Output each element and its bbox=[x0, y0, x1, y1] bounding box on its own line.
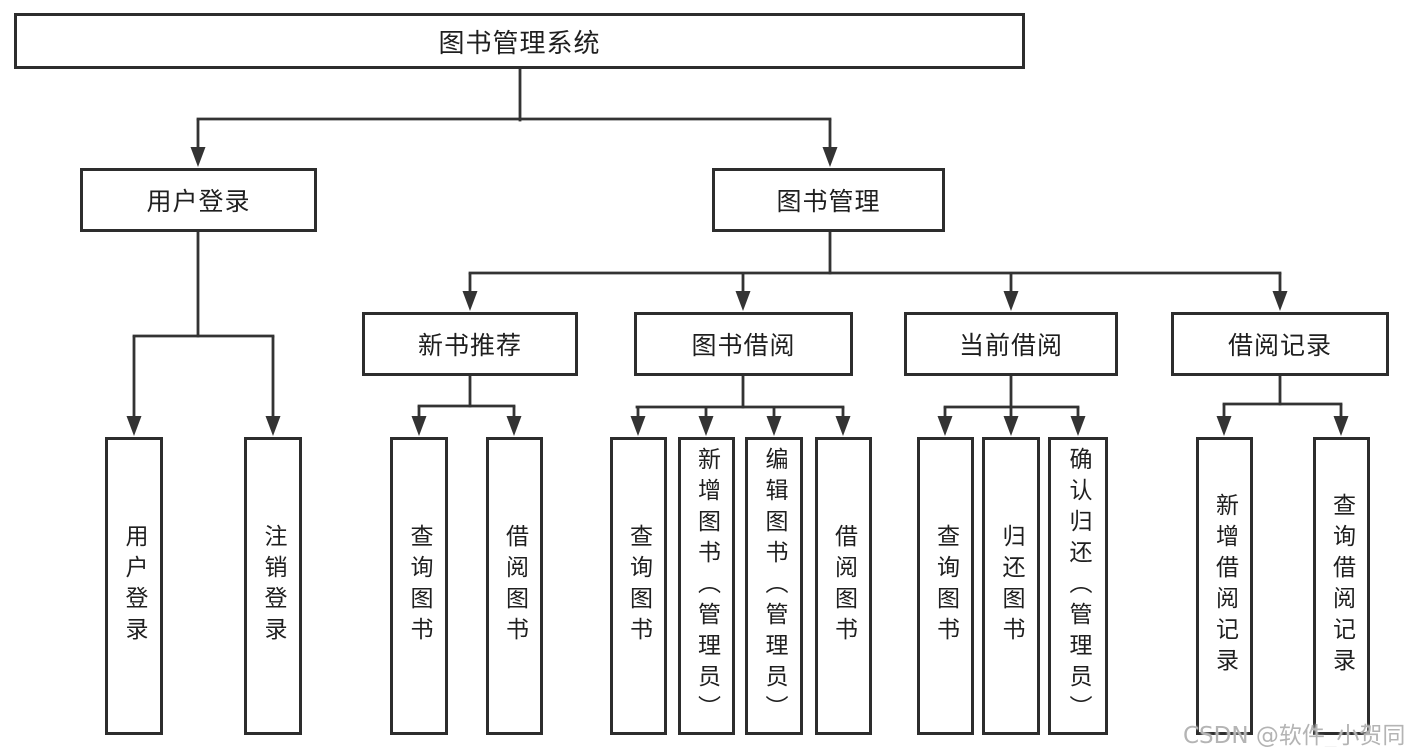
node-current-borrowing-label: 当前借阅 bbox=[958, 331, 1063, 360]
node-new-book-recommend: 新书推荐 bbox=[362, 312, 578, 376]
node-borrowing-records: 借阅记录 bbox=[1171, 312, 1389, 376]
node-query-borrow-record: 查询借阅记录 bbox=[1313, 437, 1370, 735]
node-query-books-b-label: 查询图书 bbox=[406, 524, 432, 648]
node-book-management-label: 图书管理 bbox=[776, 187, 881, 216]
node-add-book-admin: 新增图书（管理员） bbox=[678, 437, 735, 735]
node-logout-label: 注销登录 bbox=[260, 524, 286, 648]
node-return-books: 归还图书 bbox=[982, 437, 1040, 735]
node-book-management: 图书管理 bbox=[712, 168, 945, 232]
node-borrow-books-c: 借阅图书 bbox=[815, 437, 872, 735]
node-new-book-recommend-label: 新书推荐 bbox=[417, 331, 522, 360]
node-current-borrowing: 当前借阅 bbox=[904, 312, 1118, 376]
node-query-books-d-label: 查询图书 bbox=[932, 524, 959, 648]
node-query-books-b: 查询图书 bbox=[390, 437, 448, 735]
node-return-books-label: 归还图书 bbox=[998, 524, 1024, 648]
node-add-borrow-record-label: 新增借阅记录 bbox=[1211, 493, 1238, 679]
node-library-system-label: 图书管理系统 bbox=[438, 28, 601, 59]
node-library-system: 图书管理系统 bbox=[14, 13, 1025, 69]
node-borrow-books-b-label: 借阅图书 bbox=[501, 524, 528, 648]
node-logout: 注销登录 bbox=[244, 437, 302, 735]
csdn-watermark: CSDN @软件_小贺同学 bbox=[1183, 723, 1405, 747]
node-query-borrow-record-label: 查询借阅记录 bbox=[1328, 493, 1355, 679]
node-add-book-admin-label: 新增图书（管理员） bbox=[693, 446, 720, 726]
node-user-login-leaf-label: 用户登录 bbox=[121, 524, 147, 648]
node-query-books-c-label: 查询图书 bbox=[625, 524, 652, 648]
node-borrow-books-b: 借阅图书 bbox=[486, 437, 543, 735]
node-user-login-leaf: 用户登录 bbox=[105, 437, 163, 735]
node-confirm-return-admin-label: 确认归还（管理员） bbox=[1065, 446, 1091, 726]
node-confirm-return-admin: 确认归还（管理员） bbox=[1048, 437, 1108, 735]
node-user-login: 用户登录 bbox=[80, 168, 317, 232]
node-borrowing-records-label: 借阅记录 bbox=[1227, 331, 1332, 360]
node-book-borrowing-label: 图书借阅 bbox=[691, 331, 796, 360]
node-edit-book-admin: 编辑图书（管理员） bbox=[745, 437, 803, 735]
node-borrow-books-c-label: 借阅图书 bbox=[830, 524, 857, 648]
node-query-books-c: 查询图书 bbox=[610, 437, 667, 735]
node-query-books-d: 查询图书 bbox=[917, 437, 974, 735]
node-add-borrow-record: 新增借阅记录 bbox=[1196, 437, 1253, 735]
node-book-borrowing: 图书借阅 bbox=[634, 312, 853, 376]
node-user-login-label: 用户登录 bbox=[146, 187, 251, 216]
node-edit-book-admin-label: 编辑图书（管理员） bbox=[761, 446, 787, 726]
